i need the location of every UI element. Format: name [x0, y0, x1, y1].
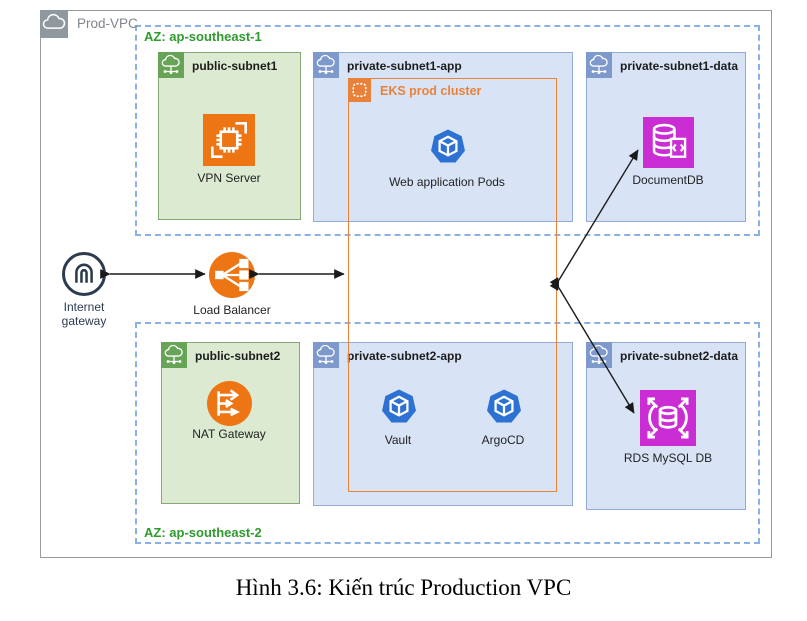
vpc-container [40, 10, 772, 558]
vault-label: Vault [384, 433, 412, 447]
documentdb-label: DocumentDB [632, 173, 704, 187]
rds-mysql-label: RDS MySQL DB [623, 451, 713, 465]
load-balancer-icon [209, 252, 255, 298]
eks-icon [347, 77, 371, 102]
internet-gateway-label: Internet gateway [61, 300, 107, 328]
private-subnet-icon [586, 52, 612, 78]
figure-caption: Hình 3.6: Kiến trúc Production VPC [235, 575, 572, 600]
az1-box: AZ: ap-southeast-1 [135, 25, 760, 236]
internet-gateway-icon [62, 252, 106, 296]
private-subnet2-app-box: private-subnet2-app [313, 342, 573, 506]
eks-cluster-box: EKS prod cluster [347, 77, 557, 492]
az2-box: AZ: ap-southeast-2 [135, 322, 760, 544]
private-subnet1-data-label: private-subnet1-data [620, 59, 739, 73]
private-subnet2-data-label: private-subnet2-data [620, 349, 739, 363]
rds-mysql-icon [640, 390, 696, 446]
vpn-server-icon [203, 114, 255, 166]
private-subnet-icon [586, 342, 612, 368]
az2-label: AZ: ap-southeast-2 [144, 525, 262, 540]
vpc-label: Prod-VPC [77, 16, 138, 31]
nat-gateway-label: NAT Gateway [192, 427, 266, 441]
argocd-label: ArgoCD [481, 433, 525, 447]
private-subnet-icon [313, 52, 339, 78]
nat-gateway-icon [207, 381, 252, 426]
vpc-cloud-icon [40, 10, 68, 38]
private-subnet2-app-label: private-subnet2-app [347, 349, 462, 363]
private-subnet-icon [313, 342, 339, 368]
public-subnet-icon [158, 52, 184, 78]
load-balancer-label: Load Balancer [193, 303, 271, 317]
vault-icon [378, 387, 420, 429]
web-pods-label: Web application Pods [389, 175, 505, 189]
argocd-icon [483, 387, 525, 429]
public-subnet2-label: public-subnet2 [195, 349, 281, 363]
public-subnet-icon [161, 342, 187, 368]
web-pods-icon [427, 127, 469, 169]
documentdb-icon [643, 117, 694, 168]
private-subnet1-app-label: private-subnet1-app [347, 59, 462, 73]
az1-label: AZ: ap-southeast-1 [144, 29, 262, 44]
private-subnet2-data-box: private-subnet2-data [586, 342, 746, 510]
public-subnet1-label: public-subnet1 [192, 59, 278, 73]
vpn-server-label: VPN Server [197, 171, 261, 185]
eks-cluster-label: EKS prod cluster [380, 84, 482, 98]
